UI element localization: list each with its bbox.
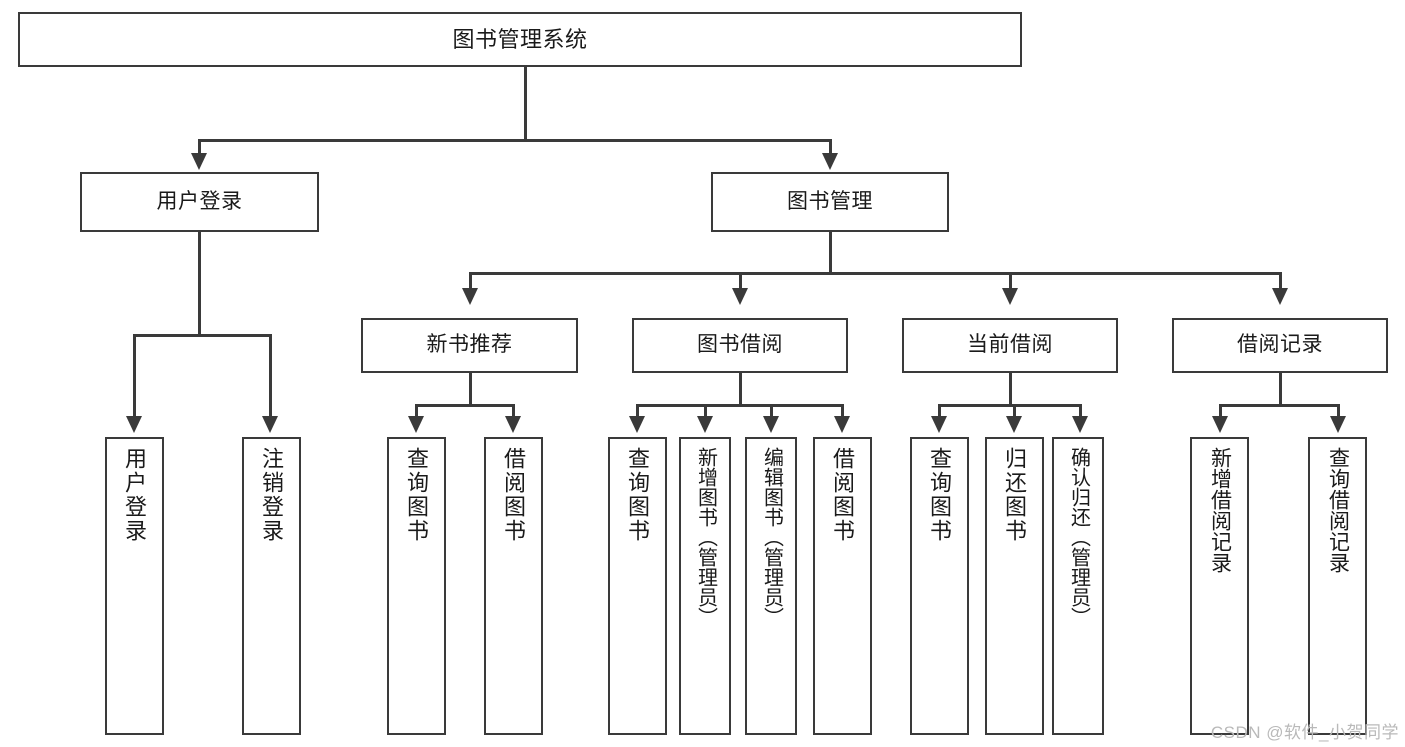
- node-new-book-recommend-label: 新书推荐: [426, 333, 513, 357]
- node-current-borrow-label: 当前借阅: [967, 333, 1053, 357]
- connector-book-borrow-bus: [636, 404, 843, 407]
- connector-bm-to-borrow-record: [1279, 272, 1282, 289]
- connector-borrow-record-bus: [1219, 404, 1339, 407]
- connector-current-borrow-bus: [938, 404, 1081, 407]
- leaf-return-book-label: 归还图书: [1002, 447, 1028, 543]
- arrowhead-leaf-query-book-3: [931, 416, 947, 433]
- arrowhead-leaf-borrow-book-2: [834, 416, 850, 433]
- node-current-borrow[interactable]: 当前借阅: [902, 318, 1118, 373]
- leaf-add-book-label: 新增图书（管理员）: [694, 447, 717, 627]
- arrowhead-leaf-return-book: [1006, 416, 1022, 433]
- connector-bb-to-leaf3: [770, 404, 773, 418]
- leaf-query-book-2-label: 查询图书: [625, 447, 651, 543]
- connector-bm-to-book-borrow: [739, 272, 742, 289]
- arrowhead-current-borrow: [1002, 288, 1018, 305]
- arrowhead-book-borrow: [732, 288, 748, 305]
- leaf-add-record-label: 新增借阅记录: [1208, 447, 1232, 573]
- leaf-confirm-return[interactable]: 确认归还（管理员）: [1052, 437, 1104, 735]
- connector-recommend-to-leaf2: [512, 404, 515, 418]
- connector-recommend-to-leaf1: [415, 404, 418, 418]
- arrowhead-leaf-query-book-2: [629, 416, 645, 433]
- leaf-confirm-return-label: 确认归还（管理员）: [1067, 447, 1090, 627]
- connector-bm-to-current-borrow: [1009, 272, 1012, 289]
- leaf-edit-book[interactable]: 编辑图书（管理员）: [745, 437, 797, 735]
- leaf-edit-book-label: 编辑图书（管理员）: [760, 447, 783, 627]
- node-book-borrow[interactable]: 图书借阅: [632, 318, 848, 373]
- leaf-logout-label: 注销登录: [259, 447, 285, 543]
- connector-root-to-book-manage: [829, 139, 832, 156]
- leaf-query-book-3-label: 查询图书: [927, 447, 953, 543]
- connector-br-to-leaf1: [1219, 404, 1222, 418]
- connector-borrow-record-stem: [1279, 373, 1282, 406]
- leaf-user-login-label: 用户登录: [122, 447, 148, 543]
- arrowhead-leaf-borrow-book-1: [505, 416, 521, 433]
- arrowhead-leaf-query-book-1: [408, 416, 424, 433]
- arrowhead-leaf-confirm-return: [1072, 416, 1088, 433]
- leaf-return-book[interactable]: 归还图书: [985, 437, 1044, 735]
- connector-bb-to-leaf2: [704, 404, 707, 418]
- arrowhead-leaf-user-login: [126, 416, 142, 433]
- leaf-user-login[interactable]: 用户登录: [105, 437, 164, 735]
- connector-user-login-stem: [198, 232, 201, 336]
- node-book-manage-label: 图书管理: [787, 189, 873, 213]
- arrowhead-leaf-add-record: [1212, 416, 1228, 433]
- leaf-borrow-book-1-label: 借阅图书: [501, 447, 527, 543]
- leaf-query-record[interactable]: 查询借阅记录: [1308, 437, 1367, 735]
- arrowhead-user-login: [191, 153, 207, 170]
- connector-bm-to-recommend: [469, 272, 472, 289]
- node-borrow-record[interactable]: 借阅记录: [1172, 318, 1388, 373]
- connector-cb-to-leaf2: [1013, 404, 1016, 418]
- leaf-borrow-book-1[interactable]: 借阅图书: [484, 437, 543, 735]
- leaf-borrow-book-2[interactable]: 借阅图书: [813, 437, 872, 735]
- node-book-borrow-label: 图书借阅: [697, 333, 783, 357]
- connector-br-to-leaf2: [1337, 404, 1340, 418]
- connector-current-borrow-stem: [1009, 373, 1012, 406]
- connector-root-bus: [198, 139, 831, 142]
- node-new-book-recommend[interactable]: 新书推荐: [361, 318, 578, 373]
- connector-user-login-bus: [133, 334, 271, 337]
- arrowhead-book-manage: [822, 153, 838, 170]
- connector-book-manage-stem: [829, 232, 832, 274]
- connector-book-borrow-stem: [739, 373, 742, 406]
- leaf-query-book-3[interactable]: 查询图书: [910, 437, 969, 735]
- arrowhead-leaf-edit-book: [763, 416, 779, 433]
- connector-cb-to-leaf1: [938, 404, 941, 418]
- connector-recommend-stem: [469, 373, 472, 406]
- connector-user-login-to-leaf2: [269, 334, 272, 418]
- leaf-add-book[interactable]: 新增图书（管理员）: [679, 437, 731, 735]
- node-book-manage[interactable]: 图书管理: [711, 172, 949, 232]
- arrowhead-leaf-logout: [262, 416, 278, 433]
- connector-root-stem: [524, 67, 527, 140]
- connector-user-login-to-leaf1: [133, 334, 136, 418]
- leaf-query-book-1[interactable]: 查询图书: [387, 437, 446, 735]
- node-root-label: 图书管理系统: [452, 26, 588, 52]
- connector-recommend-bus: [415, 404, 514, 407]
- arrowhead-leaf-add-book: [697, 416, 713, 433]
- node-root[interactable]: 图书管理系统: [18, 12, 1022, 67]
- leaf-borrow-book-2-label: 借阅图书: [830, 447, 856, 543]
- connector-bb-to-leaf4: [841, 404, 844, 418]
- leaf-query-book-1-label: 查询图书: [404, 447, 430, 543]
- arrowhead-leaf-query-record: [1330, 416, 1346, 433]
- connector-book-manage-bus: [469, 272, 1281, 275]
- arrowhead-new-book-recommend: [462, 288, 478, 305]
- connector-cb-to-leaf3: [1079, 404, 1082, 418]
- leaf-add-record[interactable]: 新增借阅记录: [1190, 437, 1249, 735]
- node-borrow-record-label: 借阅记录: [1237, 333, 1323, 357]
- leaf-logout[interactable]: 注销登录: [242, 437, 301, 735]
- node-user-login-label: 用户登录: [156, 189, 243, 213]
- leaf-query-book-2[interactable]: 查询图书: [608, 437, 667, 735]
- connector-root-to-user-login: [198, 139, 201, 156]
- leaf-query-record-label: 查询借阅记录: [1326, 447, 1350, 573]
- connector-bb-to-leaf1: [636, 404, 639, 418]
- node-user-login[interactable]: 用户登录: [80, 172, 319, 232]
- arrowhead-borrow-record: [1272, 288, 1288, 305]
